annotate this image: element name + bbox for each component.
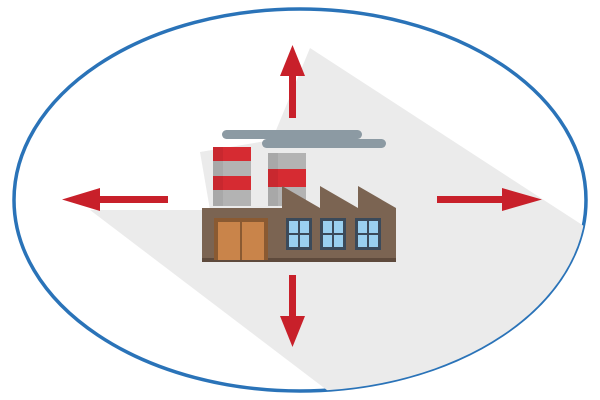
- factory-door: [214, 218, 268, 260]
- arrow-right-icon: [437, 188, 542, 211]
- arrow-down-icon: [280, 275, 305, 347]
- factory-window-3: [355, 218, 381, 250]
- smoke-pipe-bottom: [262, 139, 386, 148]
- smoke-pipe-top: [222, 130, 362, 139]
- factory-icon: [202, 130, 396, 262]
- arrow-up-icon: [280, 45, 305, 118]
- factory-window-2: [320, 218, 346, 250]
- chimney-left: [213, 147, 251, 206]
- factory-window-1: [286, 218, 312, 250]
- arrow-left-icon: [62, 188, 168, 211]
- factory-ground-line: [202, 258, 396, 262]
